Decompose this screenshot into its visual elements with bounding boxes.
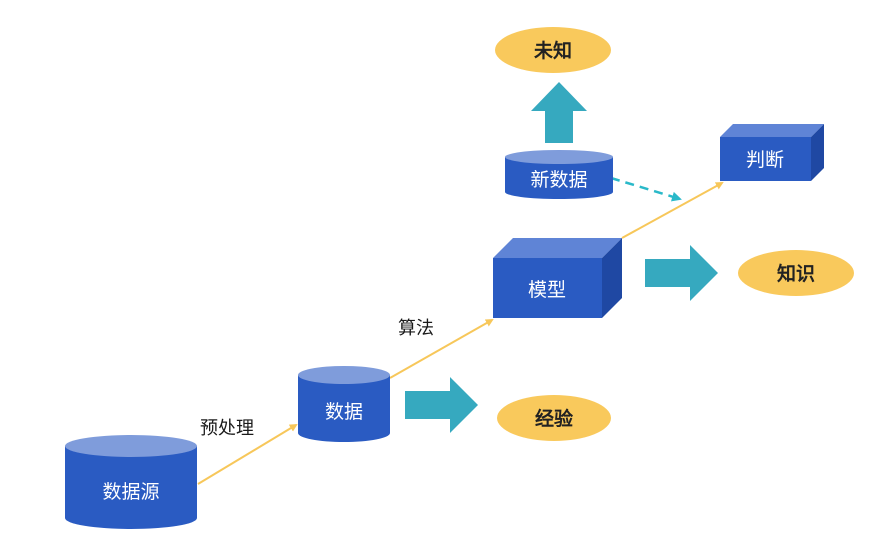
cylinder-top <box>505 150 613 164</box>
node-label: 未知 <box>533 39 572 62</box>
node-label: 模型 <box>528 279 566 301</box>
pill-shape <box>495 27 611 73</box>
algorithm-label: 算法 <box>398 318 434 339</box>
node-data[interactable]: 数据 <box>298 366 390 442</box>
edge-preprocess: 预处理 <box>197 418 298 485</box>
edge-new-data-to-unknown <box>531 82 587 143</box>
node-label: 经验 <box>535 407 574 430</box>
block-arrow-up-icon <box>531 82 587 143</box>
node-unknown[interactable]: 未知 <box>495 27 611 73</box>
cylinder-body <box>505 157 613 199</box>
cube-front <box>493 258 602 318</box>
cube-side <box>811 124 824 181</box>
cube-top <box>493 238 622 258</box>
edge-algorithm: 算法 <box>389 318 494 379</box>
edge-model-to-judgment <box>621 182 724 239</box>
pill-shape <box>738 250 854 296</box>
node-label: 判断 <box>746 149 784 171</box>
block-arrow-right-icon <box>645 245 718 301</box>
block-arrow-right-icon <box>405 377 478 433</box>
cylinder-body <box>298 375 390 442</box>
edge-new-data-to-judgment <box>610 176 682 202</box>
cylinder-top <box>298 366 390 384</box>
node-label: 知识 <box>777 262 815 285</box>
cube-side <box>602 238 622 318</box>
node-model[interactable]: 模型 <box>493 238 622 318</box>
cube-top <box>720 124 824 137</box>
node-knowledge[interactable]: 知识 <box>738 250 854 296</box>
node-label: 新数据 <box>530 169 587 191</box>
algorithm-arrow <box>389 319 494 379</box>
cube-front <box>720 137 811 181</box>
node-new-data[interactable]: 新数据 <box>505 150 613 199</box>
edge-model-to-knowledge <box>645 245 718 301</box>
edge-data-to-experience <box>405 377 478 433</box>
pill-shape <box>497 395 611 441</box>
cylinder-body <box>65 446 197 529</box>
node-label: 数据 <box>325 401 363 423</box>
model-to-judgment-arrow <box>621 182 724 239</box>
preprocess-arrow <box>197 423 298 485</box>
new-data-to-judgment-dashed-arrow <box>610 176 682 202</box>
node-data-source[interactable]: 数据源 <box>65 435 197 529</box>
cylinder-top <box>65 435 197 457</box>
node-judgment[interactable]: 判断 <box>720 124 824 181</box>
node-label: 数据源 <box>102 481 159 503</box>
preprocess-label: 预处理 <box>200 418 254 439</box>
node-experience[interactable]: 经验 <box>497 395 611 441</box>
